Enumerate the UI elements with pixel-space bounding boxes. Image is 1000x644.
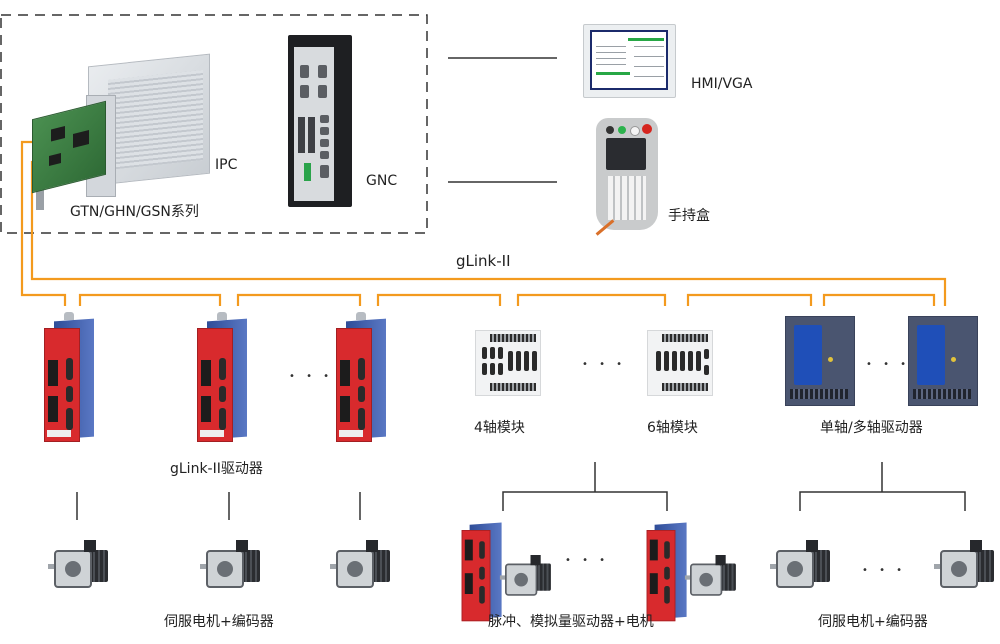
glink-driver-1: [42, 312, 94, 442]
modules-ellipsis: • • •: [582, 359, 627, 370]
servo-motor-3: [330, 540, 390, 590]
motor-links: [76, 462, 966, 520]
four-axis-module-image: [475, 330, 541, 396]
pulse-driver-1: [460, 522, 502, 622]
servo-motors-ellipsis: • • •: [862, 565, 907, 576]
pulse-analog-driver-label: 脉冲、模拟量驱动器+电机: [488, 614, 654, 630]
pulse-drivers-ellipsis: • • •: [565, 555, 610, 566]
bus-seg-2: [236, 293, 362, 306]
four-axis-module-label: 4轴模块: [474, 420, 525, 436]
bus-seg-1: [78, 293, 222, 306]
glink-drivers-ellipsis: • • •: [289, 371, 334, 382]
hmi-screen-image: [583, 24, 676, 98]
servo-motor-encoder-label-right: 伺服电机+编码器: [818, 614, 928, 630]
glink-driver-2: [195, 312, 247, 442]
bus-seg-3: [376, 293, 502, 306]
bus-seg-5: [686, 293, 813, 306]
servo-motor-5: [934, 540, 994, 590]
servo-motor-1: [48, 540, 108, 590]
pulse-motor-2: [684, 555, 736, 598]
six-axis-module-image: [647, 330, 713, 396]
pulse-motor-1: [499, 555, 551, 598]
multi-axis-driver-2: [908, 316, 978, 406]
bus-seg-6: [822, 293, 936, 306]
card-series-label: GTN/GHN/GSN系列: [70, 204, 199, 220]
multi-axis-driver-1: [785, 316, 855, 406]
controller-group-frame: [0, 14, 428, 234]
glink-driver-3: [334, 312, 386, 442]
servo-motor-4: [770, 540, 830, 590]
servo-motor-2: [200, 540, 260, 590]
ipc-label: IPC: [215, 157, 238, 173]
glink-drivers-label: gLink-II驱动器: [170, 461, 263, 477]
pendant-label: 手持盒: [668, 208, 710, 224]
servo-motor-encoder-label-left: 伺服电机+编码器: [164, 614, 274, 630]
hmi-label: HMI/VGA: [691, 76, 753, 92]
multi-axis-ellipsis: • • •: [866, 359, 911, 370]
multi-axis-driver-label: 单轴/多轴驱动器: [820, 420, 923, 436]
bus-seg-4: [516, 293, 667, 306]
pulse-driver-2: [645, 522, 687, 622]
gnc-label: GNC: [366, 173, 398, 189]
six-axis-module-label: 6轴模块: [647, 420, 698, 436]
gnc-controller-image: [288, 35, 352, 207]
bus-return-line: [20, 140, 67, 306]
teach-pendant-image: [595, 118, 658, 236]
glink-bus-label: gLink-II: [456, 252, 511, 270]
